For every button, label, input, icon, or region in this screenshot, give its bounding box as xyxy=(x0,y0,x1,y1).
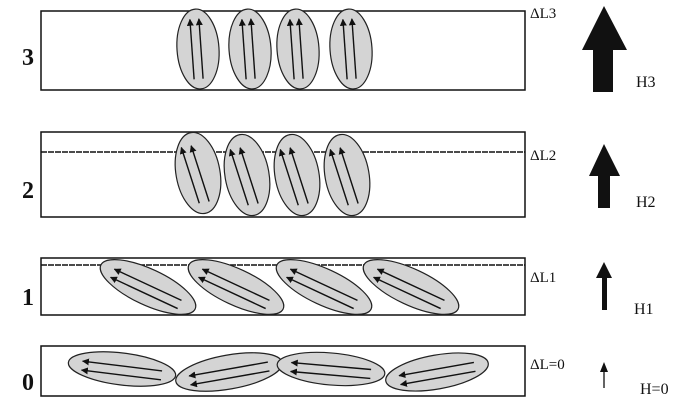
grain xyxy=(327,8,374,91)
grain xyxy=(276,348,386,389)
grain xyxy=(218,131,276,219)
grain xyxy=(269,249,378,326)
grain xyxy=(274,8,321,91)
row-0 xyxy=(41,346,525,398)
grain xyxy=(226,8,273,91)
grain xyxy=(93,249,202,326)
grain xyxy=(66,347,177,392)
grain xyxy=(169,129,227,217)
row-2 xyxy=(41,129,525,219)
grain xyxy=(173,346,285,398)
field-arrow-h2 xyxy=(589,144,620,208)
row-1 xyxy=(41,249,525,326)
grain xyxy=(174,8,221,91)
grain xyxy=(318,131,376,219)
grain xyxy=(356,249,465,326)
field-arrow-h3 xyxy=(582,6,627,92)
grain xyxy=(383,346,491,398)
grain xyxy=(181,249,290,326)
grain xyxy=(268,131,326,219)
field-arrow-h0 xyxy=(600,362,608,388)
field-arrow-h1 xyxy=(596,262,612,310)
row-3 xyxy=(41,8,525,91)
